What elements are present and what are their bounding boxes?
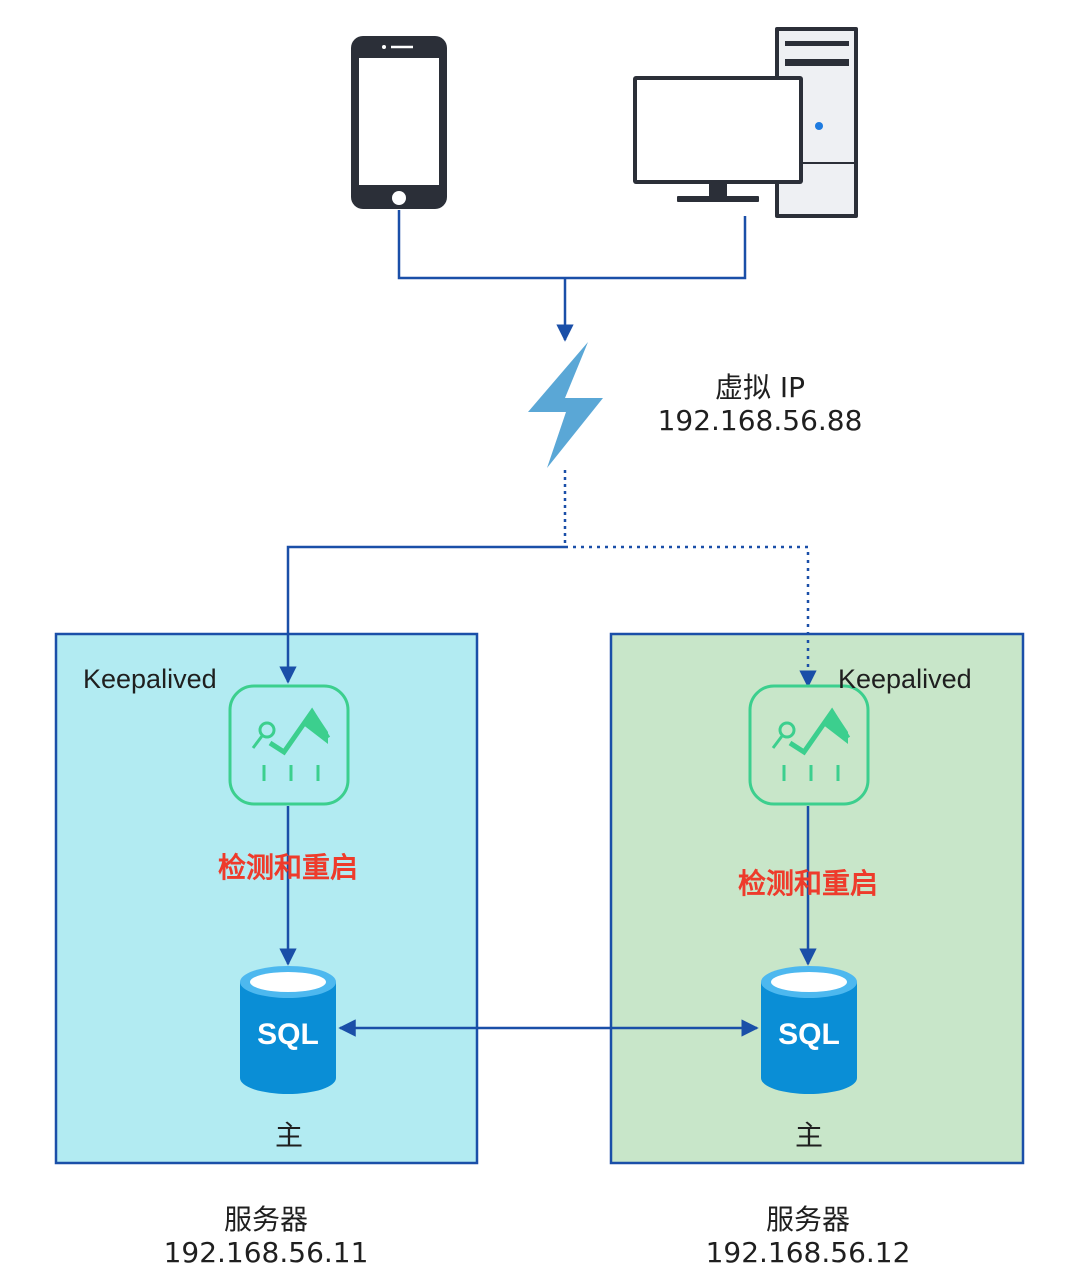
keepalived-label-right: Keepalived xyxy=(838,664,972,694)
server-title-left: 服务器 xyxy=(223,1203,308,1236)
virtual-ip-title: 虚拟 IP xyxy=(714,371,806,404)
connector-vip-to-backup xyxy=(565,545,817,688)
keepalived-monitor-icon xyxy=(228,684,350,806)
sql-database-icon: SQL xyxy=(761,966,857,1094)
server-ip-right: 192.168.56.12 xyxy=(705,1236,911,1269)
role-label-right: 主 xyxy=(794,1119,823,1152)
sql-label: SQL xyxy=(257,1018,319,1051)
lightning-icon xyxy=(528,342,603,468)
role-label-left: 主 xyxy=(274,1119,303,1152)
sql-database-icon: SQL xyxy=(240,966,336,1094)
keepalived-label-left: Keepalived xyxy=(83,664,217,694)
connector-clients xyxy=(397,210,747,280)
connector-vip-to-primary xyxy=(279,545,565,684)
server-title-right: 服务器 xyxy=(765,1203,850,1236)
desktop-computer-icon xyxy=(633,27,858,218)
sql-label: SQL xyxy=(778,1018,840,1051)
virtual-ip-address: 192.168.56.88 xyxy=(657,404,863,437)
phone-icon xyxy=(351,36,447,209)
detect-restart-label-left: 检测和重启 xyxy=(217,851,358,884)
server-ip-left: 192.168.56.11 xyxy=(163,1236,369,1269)
keepalived-monitor-icon xyxy=(748,684,870,806)
detect-restart-label-right: 检测和重启 xyxy=(737,867,878,900)
